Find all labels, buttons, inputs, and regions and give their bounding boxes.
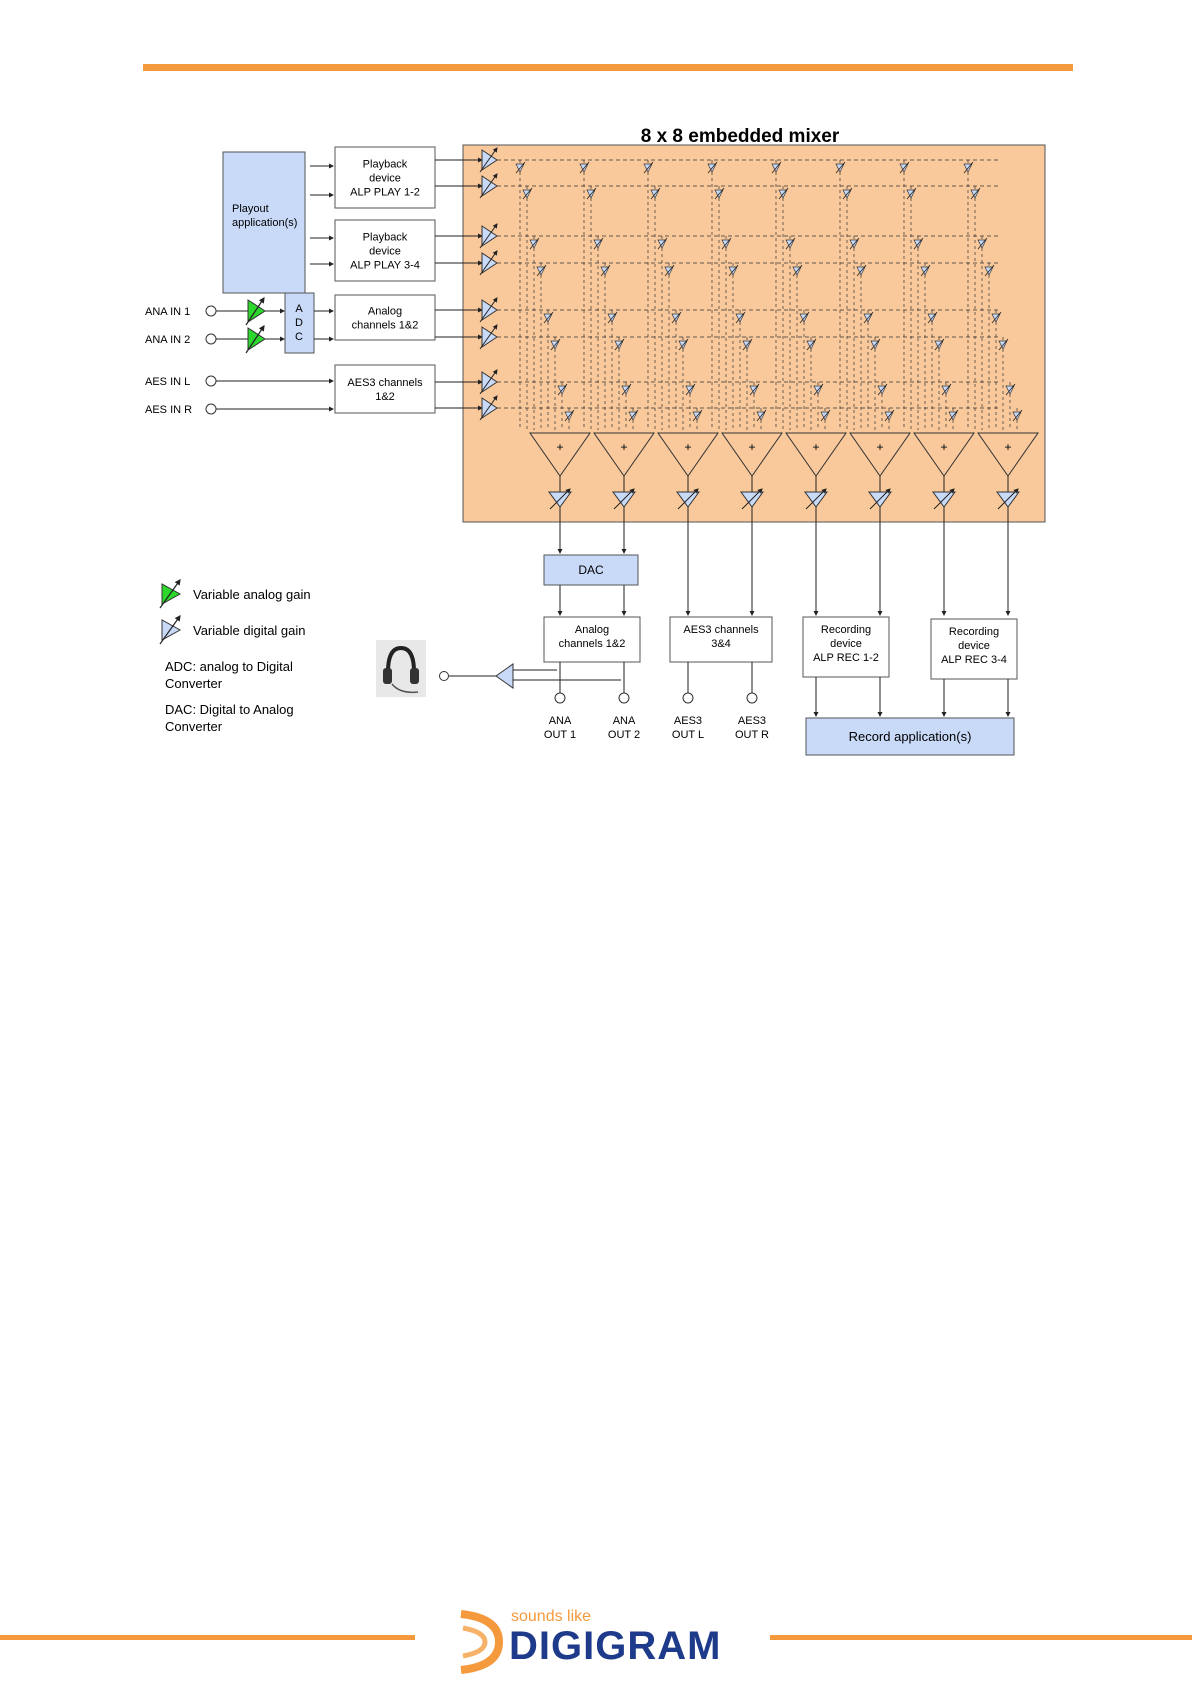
legend-analog-gain: Variable analog gain [193, 587, 311, 602]
footer-line-right [770, 1635, 1192, 1640]
output-jack-1 [555, 693, 565, 703]
adc-letter-a: A [295, 303, 303, 315]
input-label-1: ANA IN 1 [145, 306, 190, 318]
source-box-3 [335, 295, 435, 340]
adc-letter-c: C [295, 331, 303, 343]
legend: Variable analog gain Variable digital ga… [160, 580, 311, 734]
source-box-4 [335, 365, 435, 413]
mixer-title: 8 x 8 embedded mixer [641, 126, 840, 147]
input-jack-2 [206, 334, 216, 344]
output-jack-3 [683, 693, 693, 703]
output-jack-4 [747, 693, 757, 703]
input-label-2: ANA IN 2 [145, 334, 190, 346]
legend-adc-line1: ADC: analog to Digital [165, 659, 293, 674]
headphones-icon [376, 640, 426, 697]
legend-adc-line2: Converter [165, 676, 223, 691]
footer-line-left [0, 1635, 415, 1640]
legend-digital-gain: Variable digital gain [193, 623, 306, 638]
adc-letter-d: D [295, 317, 303, 329]
input-label-3: AES IN L [145, 376, 190, 388]
sum-plus: + [940, 440, 947, 454]
sum-plus: + [876, 440, 883, 454]
headphone-jack [440, 672, 449, 681]
digigram-logo: sounds like DIGIGRAM [455, 1606, 755, 1676]
input-jack-1 [206, 306, 216, 316]
input-jack-3 [206, 376, 216, 386]
headphone-amp-icon [496, 664, 513, 688]
logo-wordmark: DIGIGRAM [509, 1624, 721, 1669]
input-label-4: AES IN R [145, 404, 192, 416]
dac-label: DAC [578, 563, 604, 577]
legend-dac-line2: Converter [165, 719, 223, 734]
record-app-label: Record application(s) [849, 729, 972, 744]
output-jack-2 [619, 693, 629, 703]
sum-plus: + [748, 440, 755, 454]
logo-mark-icon [455, 1610, 507, 1674]
sum-plus: + [620, 440, 627, 454]
input-jack-4 [206, 404, 216, 414]
sum-plus: + [556, 440, 563, 454]
sum-plus: + [1004, 440, 1011, 454]
sum-plus: + [684, 440, 691, 454]
legend-dac-line1: DAC: Digital to Analog [165, 702, 294, 717]
sum-plus: + [812, 440, 819, 454]
